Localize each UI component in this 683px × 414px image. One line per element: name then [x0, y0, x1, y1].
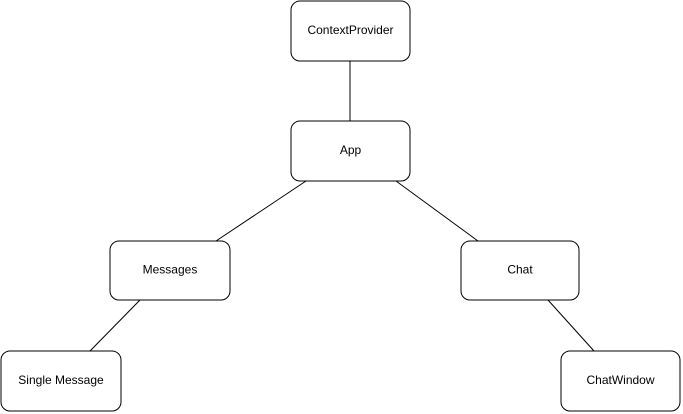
node-messages[interactable]: Messages [109, 240, 231, 301]
node-chatwindow[interactable]: ChatWindow [560, 350, 681, 412]
edge-messages-single-message [89, 299, 141, 352]
node-chatwindow-label: ChatWindow [586, 373, 654, 387]
node-app-label: App [340, 143, 362, 157]
node-messages-label: Messages [143, 263, 198, 277]
edge-app-chat [395, 180, 479, 242]
node-single-message[interactable]: Single Message [0, 350, 122, 412]
node-chat-label: Chat [507, 263, 533, 277]
edge-chat-chatwindow [547, 299, 595, 352]
node-single-message-label: Single Message [18, 373, 104, 387]
edge-app-messages [215, 180, 307, 242]
node-contextprovider-label: ContextProvider [307, 23, 393, 37]
node-chat[interactable]: Chat [460, 240, 580, 301]
node-contextprovider[interactable]: ContextProvider [290, 0, 411, 62]
node-app[interactable]: App [290, 120, 411, 182]
